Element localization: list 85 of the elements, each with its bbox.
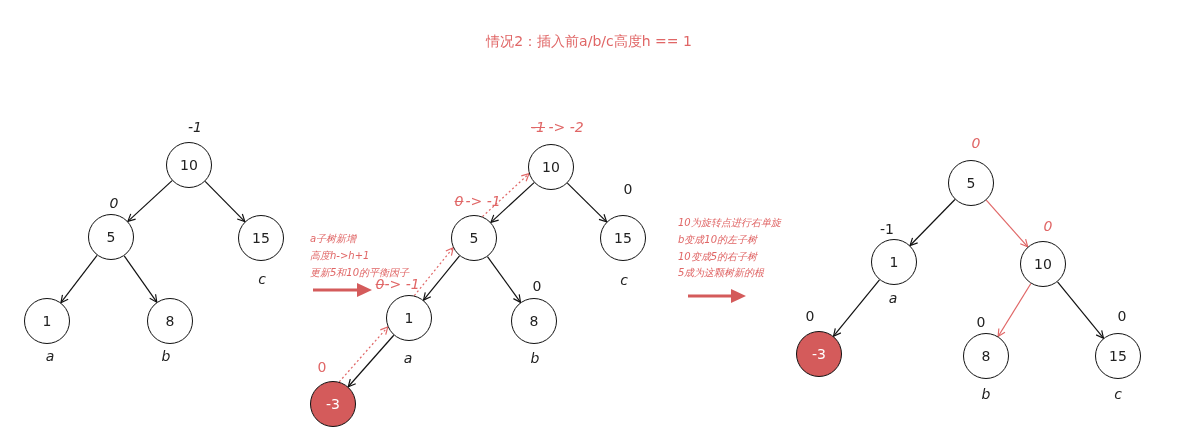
inserted-node-circle (310, 381, 356, 427)
node-value: 15 (252, 230, 270, 246)
node-value: 10 (180, 157, 198, 173)
node-value: 1 (42, 313, 52, 329)
balance-factor: 0 (976, 315, 986, 329)
balance-factor: -1 (188, 120, 202, 134)
tree-node-circle (147, 298, 193, 344)
node-value: 8 (981, 348, 991, 364)
node-value: 8 (165, 313, 175, 329)
arrow (997, 282, 1032, 338)
balance-factor: 0 (109, 196, 119, 210)
title: 情况2：插入前a/b/c高度h == 1 (484, 33, 693, 51)
dotted-arrow (338, 326, 389, 383)
node-value: 10 (1034, 256, 1052, 272)
node-value: 1 (889, 254, 899, 270)
subtree-label: c (620, 273, 628, 287)
balance-factor: -1 (880, 222, 894, 236)
arrow (127, 180, 173, 222)
node-value: -3 (812, 346, 826, 362)
new-balance-factor: -> -2 (548, 120, 584, 134)
arrow (1056, 281, 1105, 339)
tree-node-circle (963, 333, 1009, 379)
balance-factor: 0 (805, 309, 815, 323)
tree-node-circle (386, 295, 432, 341)
annotation-text: 10为旋转点进行右单旋 (678, 216, 781, 230)
annotation-text: 高度h->h+1 (310, 249, 370, 263)
tree-node-circle (600, 215, 646, 261)
inserted-node-circle (796, 331, 842, 377)
balance-factor: 0 (1043, 219, 1053, 233)
arrow (486, 256, 522, 303)
node-value: 15 (614, 230, 632, 246)
tree-node-circle (528, 144, 574, 190)
node-value: -3 (326, 396, 340, 412)
tree-node-circle (511, 298, 557, 344)
node-value: 5 (106, 229, 116, 245)
subtree-label: b (981, 387, 991, 401)
arrow (60, 254, 98, 304)
balance-factor: 0 (317, 360, 327, 374)
tree-node-circle (1095, 333, 1141, 379)
annotation-text: 10变成5的右子树 (678, 250, 758, 264)
node-value: 1 (404, 310, 414, 326)
arrow (985, 199, 1029, 248)
node-value: 10 (542, 159, 560, 175)
old-balance-factor: 0 (375, 277, 385, 291)
annotation-text: 5成为这颗树新的根 (678, 266, 765, 280)
subtree-label: c (258, 272, 266, 286)
arrow (204, 180, 246, 223)
subtree-label: c (1114, 387, 1122, 401)
balance-factor: 0 (623, 182, 633, 196)
arrow (347, 334, 395, 388)
annotation-text: b变成10的左子树 (678, 233, 758, 247)
arrow (566, 182, 608, 223)
arrow (490, 182, 535, 223)
old-balance-factor: 0 (454, 194, 464, 208)
dotted-arrow (413, 247, 454, 297)
tree-node-circle (1020, 241, 1066, 287)
arrow (422, 255, 461, 301)
arrow (832, 279, 881, 337)
node-value: 5 (966, 175, 976, 191)
annotation-text: a子树新增 (310, 232, 357, 246)
annotation-text: 更新5和10的平衡因子 (310, 266, 410, 278)
arrow (909, 198, 956, 247)
new-balance-factor: -> -1 (384, 277, 420, 291)
tree-node-circle (451, 215, 497, 261)
tree-node-circle (88, 214, 134, 260)
node-value: 15 (1109, 348, 1127, 364)
subtree-label: a (403, 351, 413, 365)
subtree-label: a (45, 349, 55, 363)
tree-node-circle (166, 142, 212, 188)
arrow (123, 255, 158, 303)
subtree-label: b (530, 351, 540, 365)
balance-factor: 0 (532, 279, 542, 293)
node-value: 8 (529, 313, 539, 329)
tree-node-circle (24, 298, 70, 344)
tree-node-circle (238, 215, 284, 261)
balance-factor: 0 (1117, 309, 1127, 323)
dotted-arrow (481, 173, 530, 218)
new-balance-factor: -> -1 (465, 194, 501, 208)
subtree-label: a (888, 291, 898, 305)
subtree-label: b (161, 349, 171, 363)
node-value: 5 (469, 230, 479, 246)
old-balance-factor: -1 (531, 120, 545, 134)
balance-factor: 0 (971, 136, 981, 150)
tree-node-circle (871, 239, 917, 285)
tree-node-circle (948, 160, 994, 206)
